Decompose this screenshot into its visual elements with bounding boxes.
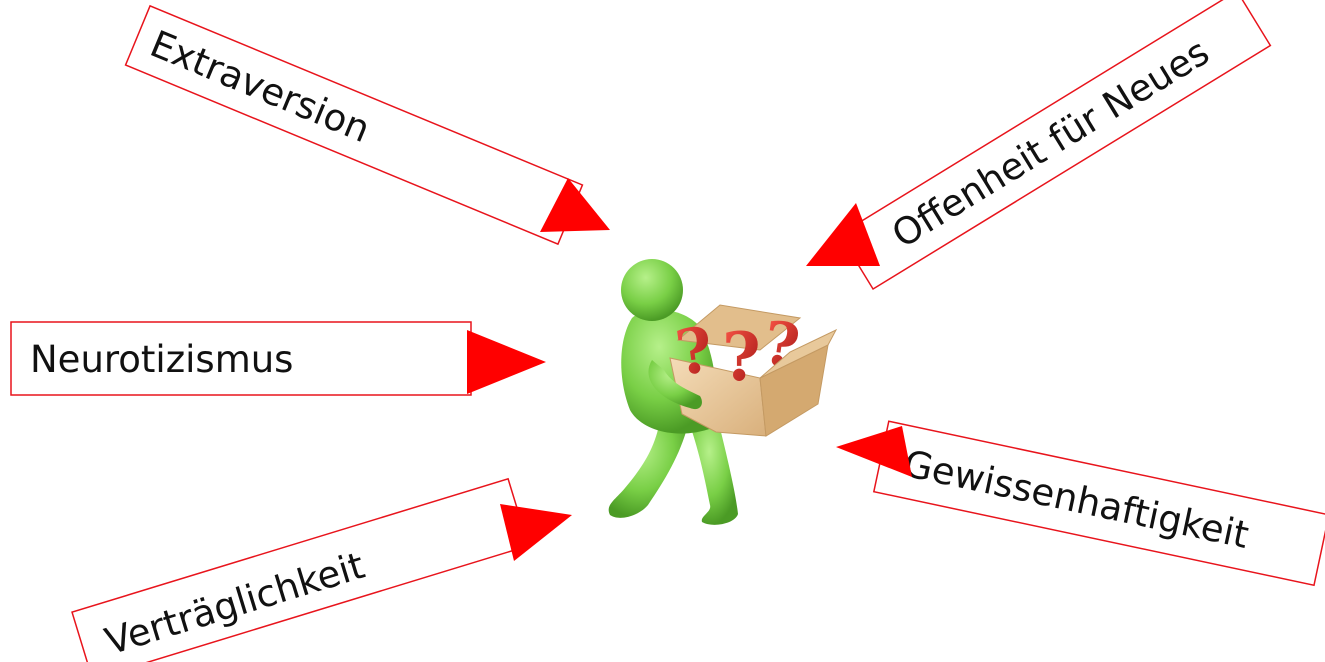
trait-offenheit: Offenheit für Neues — [838, 0, 1272, 291]
person-with-box-illustration: ? ? ? — [608, 259, 838, 525]
figure-leg-back — [608, 420, 688, 518]
extraversion-arrow — [540, 178, 610, 232]
neurotizismus-label: Neurotizismus — [30, 338, 293, 381]
figure-leg-front — [690, 420, 738, 525]
trait-vertraeglichkeit: Verträglichkeit — [71, 477, 530, 662]
question-marks: ? ? ? — [671, 308, 804, 396]
offenheit-label: Offenheit für Neues — [885, 30, 1217, 256]
neurotizismus-arrow — [467, 330, 546, 394]
trait-neurotizismus: Neurotizismus — [10, 321, 472, 396]
figure-arm — [648, 360, 702, 410]
gewissenhaftigkeit-arrow — [836, 426, 912, 477]
vertraeglichkeit-arrow — [500, 504, 572, 561]
offenheit-arrow — [806, 203, 880, 266]
trait-gewissenhaftigkeit: Gewissenhaftigkeit — [872, 420, 1325, 587]
box-flap-back — [676, 304, 802, 351]
box-flap-right — [759, 328, 838, 379]
question-mark-2: ? — [722, 318, 761, 396]
figure-head — [621, 259, 683, 321]
trait-extraversion: Extraversion — [124, 4, 584, 246]
